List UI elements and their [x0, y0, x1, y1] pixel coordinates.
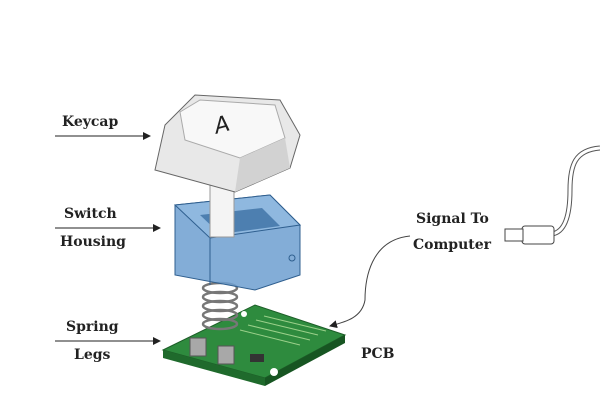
label-spring: Spring — [66, 319, 119, 335]
pcb-board — [161, 304, 347, 386]
label-legs: Legs — [74, 347, 111, 363]
label-keycap: Keycap — [62, 114, 119, 130]
switch-housing — [173, 194, 302, 291]
usb-cable — [504, 145, 600, 245]
label-signal-to: Signal To — [416, 211, 489, 227]
label-switch: Switch — [64, 206, 117, 222]
label-housing: Housing — [60, 234, 126, 250]
keycap-letter: A — [210, 111, 233, 140]
signal-arrow — [329, 235, 411, 329]
usb-plug — [521, 225, 555, 245]
spring — [201, 281, 239, 331]
chip — [250, 354, 264, 362]
switch-leg — [189, 337, 207, 357]
label-computer: Computer — [413, 237, 492, 253]
keycap — [154, 94, 301, 193]
stem — [209, 184, 235, 238]
label-pcb: PCB — [361, 346, 395, 362]
switch-leg — [217, 345, 235, 365]
